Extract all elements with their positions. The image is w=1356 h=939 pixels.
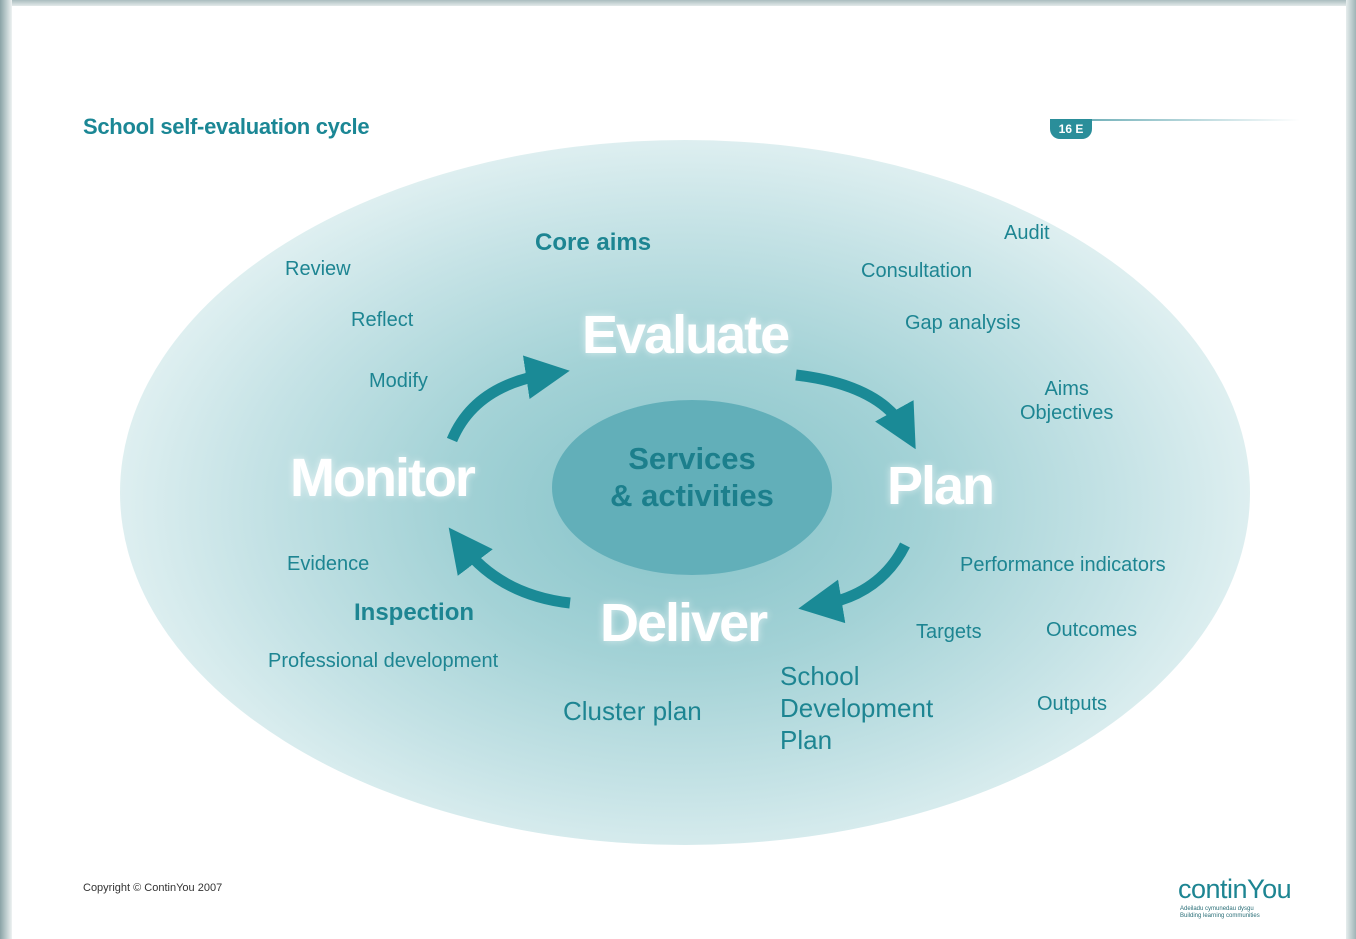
- stage-monitor: Monitor: [290, 448, 476, 508]
- label-reflect: Reflect: [351, 309, 414, 331]
- centre-label: Services & activities: [610, 441, 774, 513]
- page-top-edge: [0, 0, 1356, 6]
- label-inspection: Inspection: [354, 599, 475, 626]
- copyright-notice: Copyright © ContinYou 2007: [83, 882, 223, 894]
- label-core-aims: Core aims: [535, 229, 652, 256]
- continyou-logo: continYou: [1178, 874, 1292, 904]
- page-right-edge: [1346, 0, 1356, 939]
- stage-deliver: Deliver: [600, 593, 768, 653]
- page-number-badge: 16 E: [1050, 119, 1092, 139]
- header-rule: [1050, 119, 1300, 121]
- label-outputs: Outputs: [1037, 693, 1108, 715]
- centre-ellipse: [552, 400, 832, 575]
- label-consultation: Consultation: [861, 260, 973, 282]
- label-evidence: Evidence: [287, 553, 370, 575]
- logo-tagline: Adeiladu cymunedau dysgu Building learni…: [1180, 906, 1260, 919]
- stage-plan: Plan: [887, 456, 995, 516]
- arrow-monitor-to-evaluate: [446, 355, 570, 443]
- label-review: Review: [285, 258, 351, 280]
- label-gap-analysis: Gap analysis: [905, 312, 1021, 334]
- label-audit: Audit: [1004, 222, 1050, 244]
- label-aims-objectives: Aims Objectives: [1020, 378, 1114, 424]
- arrow-deliver-to-monitor: [448, 527, 571, 609]
- page-title: School self-evaluation cycle: [83, 114, 370, 139]
- label-modify: Modify: [369, 370, 428, 392]
- label-performance-indicators: Performance indicators: [960, 554, 1166, 576]
- arrow-plan-to-deliver: [798, 542, 910, 624]
- stage-evaluate: Evaluate: [582, 305, 790, 365]
- label-outcomes: Outcomes: [1046, 619, 1138, 641]
- arrow-evaluate-to-plan: [795, 369, 916, 450]
- label-targets: Targets: [916, 621, 982, 643]
- page-left-edge: [0, 0, 12, 939]
- label-cluster-plan: Cluster plan: [563, 696, 702, 726]
- label-school-development-plan: School Development Plan: [780, 661, 934, 755]
- label-professional-development: Professional development: [268, 650, 499, 672]
